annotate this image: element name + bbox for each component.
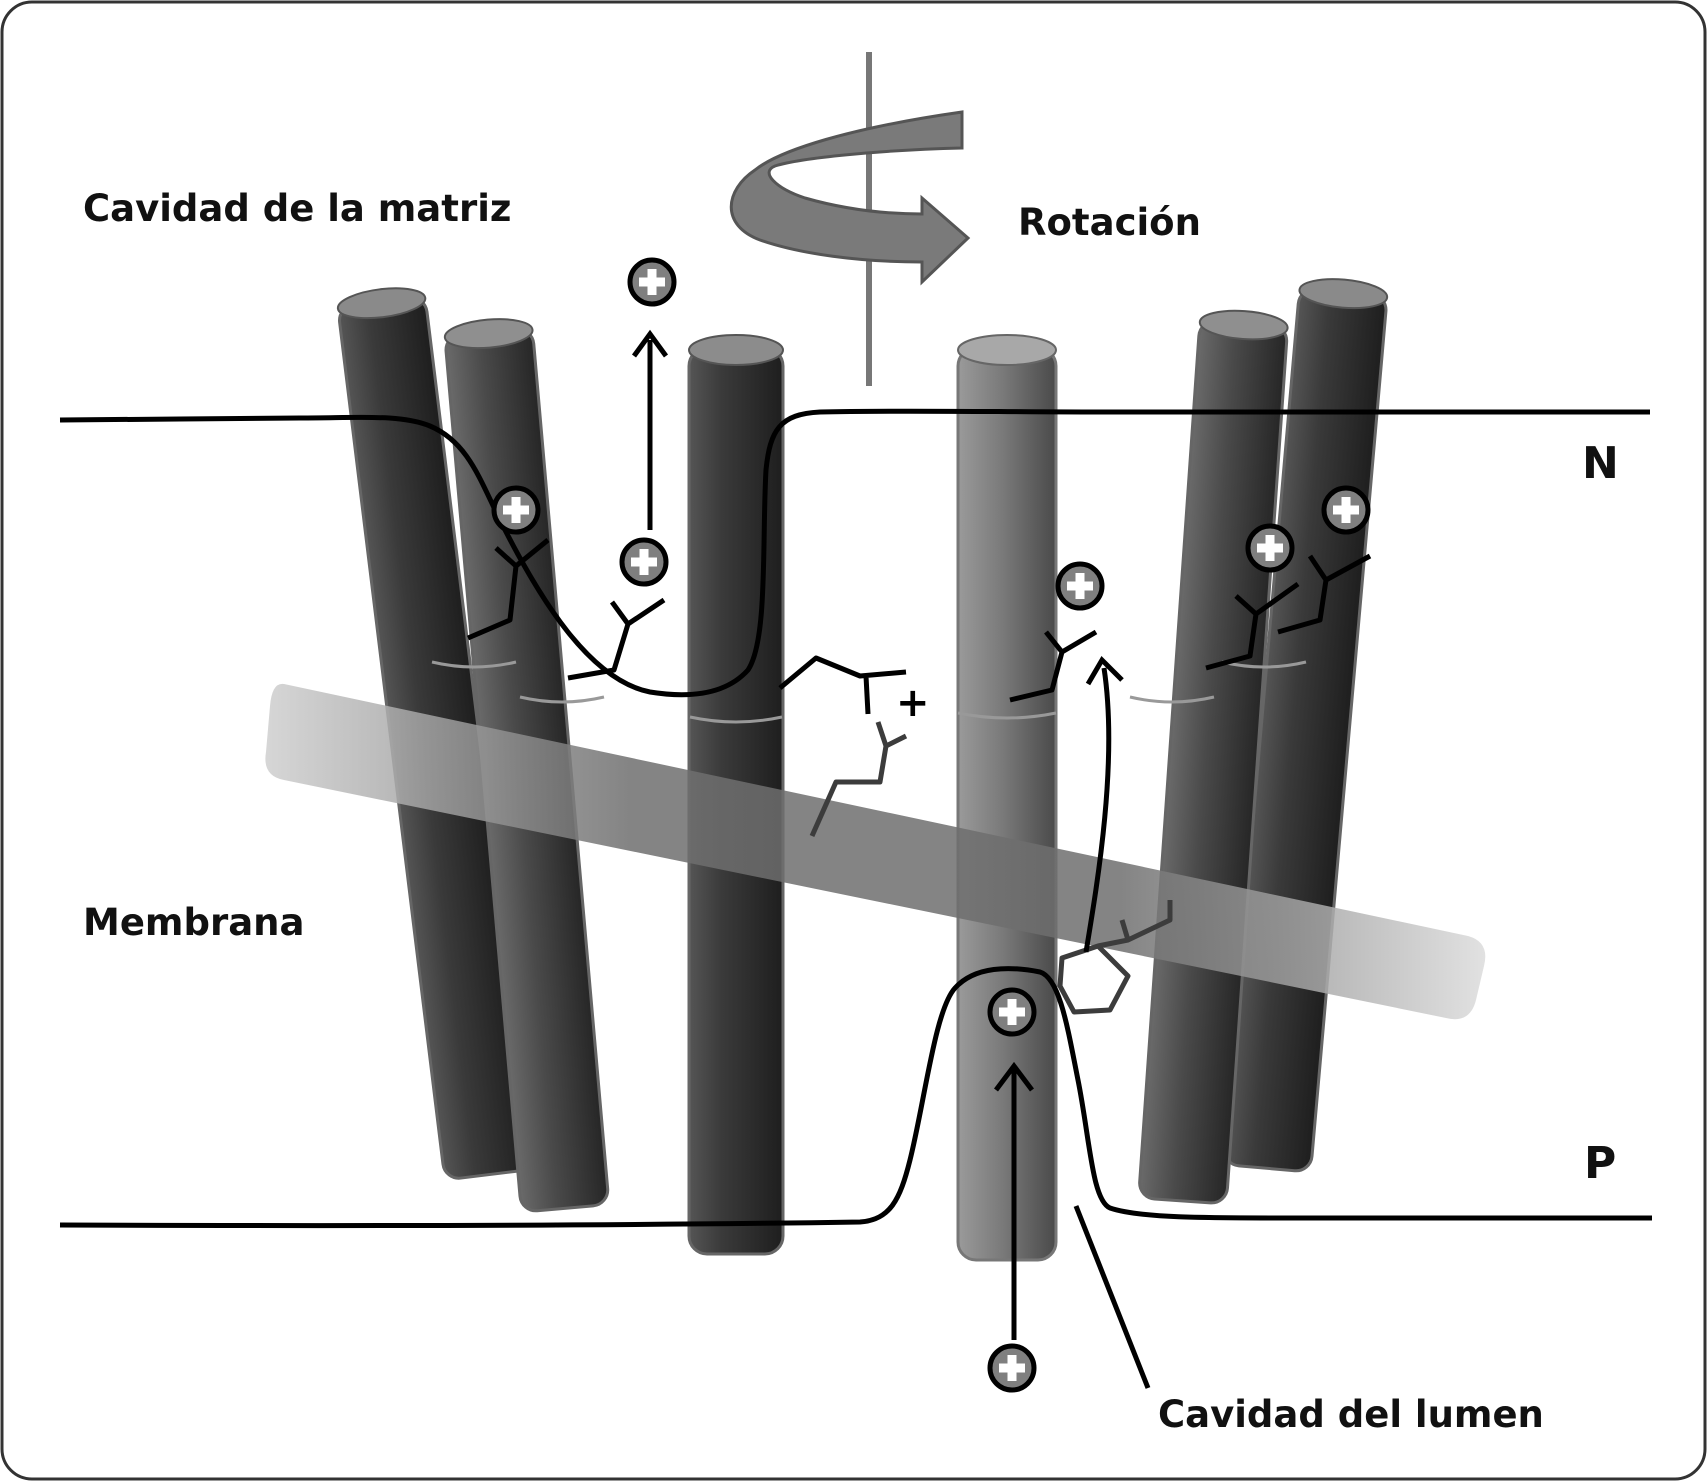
proton-plus-icon [1324,488,1368,532]
proton-plus-icon [990,990,1034,1034]
side-chain-3 [1009,629,1098,703]
side-chain-2 [567,597,666,681]
proton-path-arrows [631,329,1151,1389]
side-chain-charged [778,655,907,715]
side-chain-1 [467,538,550,641]
rotation-arrow-icon [729,52,971,386]
entry-arrow-head [994,1061,1034,1092]
proton-plus-icon [494,488,538,532]
side-chain-5 [1277,553,1372,635]
lumen-leader-line [1073,1205,1151,1389]
membrane-label: Membrana [83,901,305,944]
proton-plus-icon [1058,564,1102,608]
n-side-label: N [1582,438,1619,489]
proton-plus-icon [1248,526,1292,570]
rotation-label: Rotación [1018,201,1201,244]
proton-plus-icon [990,1346,1034,1390]
helix-4 [956,334,1058,1262]
proton-plus-icon [630,260,674,304]
lumen-cavity-label: Cavidad del lumen [1158,1393,1544,1436]
residue-side-chains [467,538,1372,715]
membrane-boundary-p [59,966,1652,1229]
proton-plus-icon [622,540,666,584]
curved-rotation-arrow [729,110,971,286]
side-chain-arg [809,721,908,838]
transfer-arrow-shaft [1083,667,1112,953]
transfer-arrow-head [1085,655,1124,686]
membrane-band [265,683,1486,1020]
exit-arrow-head [631,329,669,358]
residue-side-chains-grey [809,721,1173,1015]
membrane-boundary-n [59,408,1650,698]
matrix-cavity-label: Cavidad de la matriz [83,187,512,230]
p-side-label: P [1584,1138,1617,1189]
residue-charge-label: + [896,680,930,726]
side-chain-4 [1205,581,1300,671]
proline-ring [1057,900,1173,1015]
